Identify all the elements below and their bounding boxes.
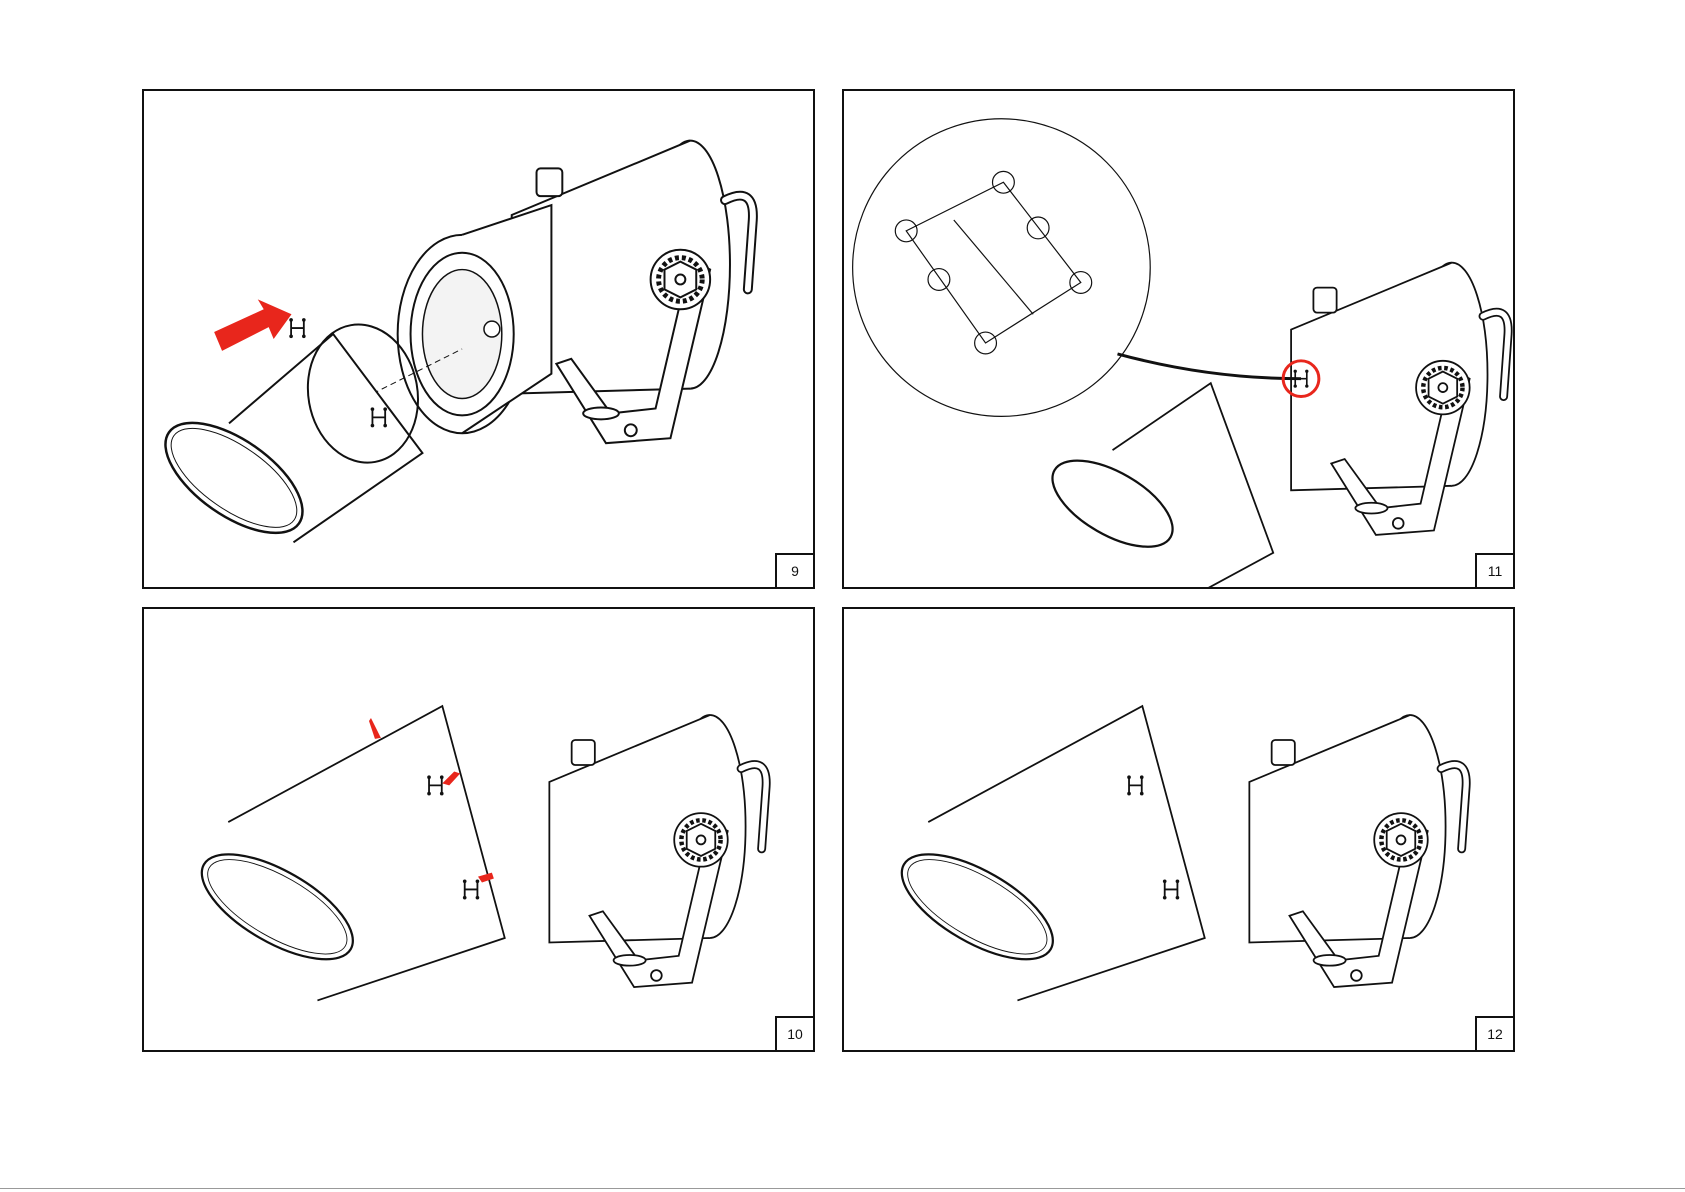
callout-leader: [1117, 354, 1301, 379]
step-number-box: 10: [775, 1016, 813, 1050]
step-panel-10: 10: [142, 607, 815, 1052]
step-number-box: 9: [775, 553, 813, 587]
step-11-illustration: [844, 91, 1513, 587]
direction-arrow-icon: [214, 299, 291, 351]
page-bottom-rule: [0, 1188, 1685, 1189]
step-panel-9: 9: [142, 89, 815, 589]
step-number-box: 11: [1475, 553, 1513, 587]
step-9-illustration: [144, 91, 813, 587]
step-panel-12: 12: [842, 607, 1515, 1052]
detail-magnifier: [853, 119, 1151, 417]
step-12-illustration: [844, 609, 1513, 1050]
clip-icon: [289, 318, 305, 338]
step-number-box: 12: [1475, 1016, 1513, 1050]
step-10-illustration: [144, 609, 813, 1050]
step-panel-11: 11: [842, 89, 1515, 589]
